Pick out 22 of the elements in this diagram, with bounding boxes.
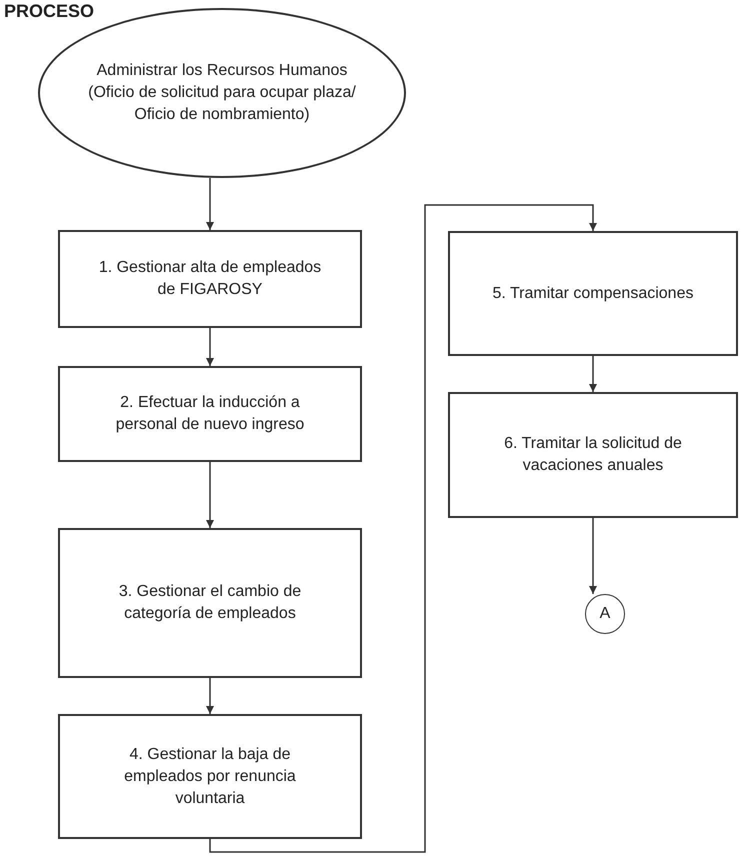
node-text: 6. Tramitar la solicitud de vacaciones anuales <box>503 434 683 476</box>
node-text: Administrar los Recursos Humanos (Oficio de solicitud para ocupar plaza/ Oficio de nombramiento) <box>87 61 357 125</box>
process-box <box>58 366 362 462</box>
arrow <box>209 204 597 853</box>
process-box <box>448 231 738 356</box>
arrow <box>589 518 597 594</box>
title: PROCESO <box>4 2 94 20</box>
arrow <box>206 462 214 528</box>
process-box <box>448 392 738 518</box>
arrow <box>206 328 214 366</box>
node-text: 1. Gestionar alta de empleados de FIGAROSY <box>98 258 322 300</box>
arrow <box>206 178 214 230</box>
arrow <box>589 356 597 392</box>
node-text: 4. Gestionar la baja de empleados por renuncia voluntaria <box>123 744 297 808</box>
node-text: 3. Gestionar el cambio de categoría de empleados <box>118 582 302 624</box>
node-text: 5. Tramitar compensaciones <box>492 284 694 304</box>
node-text: A <box>600 604 610 624</box>
arrow <box>206 678 214 714</box>
process-box <box>58 230 362 328</box>
process-box <box>58 714 362 839</box>
node-text: 2. Efectuar la inducción a personal de nuevo ingreso <box>114 393 306 435</box>
process-box <box>58 528 362 678</box>
